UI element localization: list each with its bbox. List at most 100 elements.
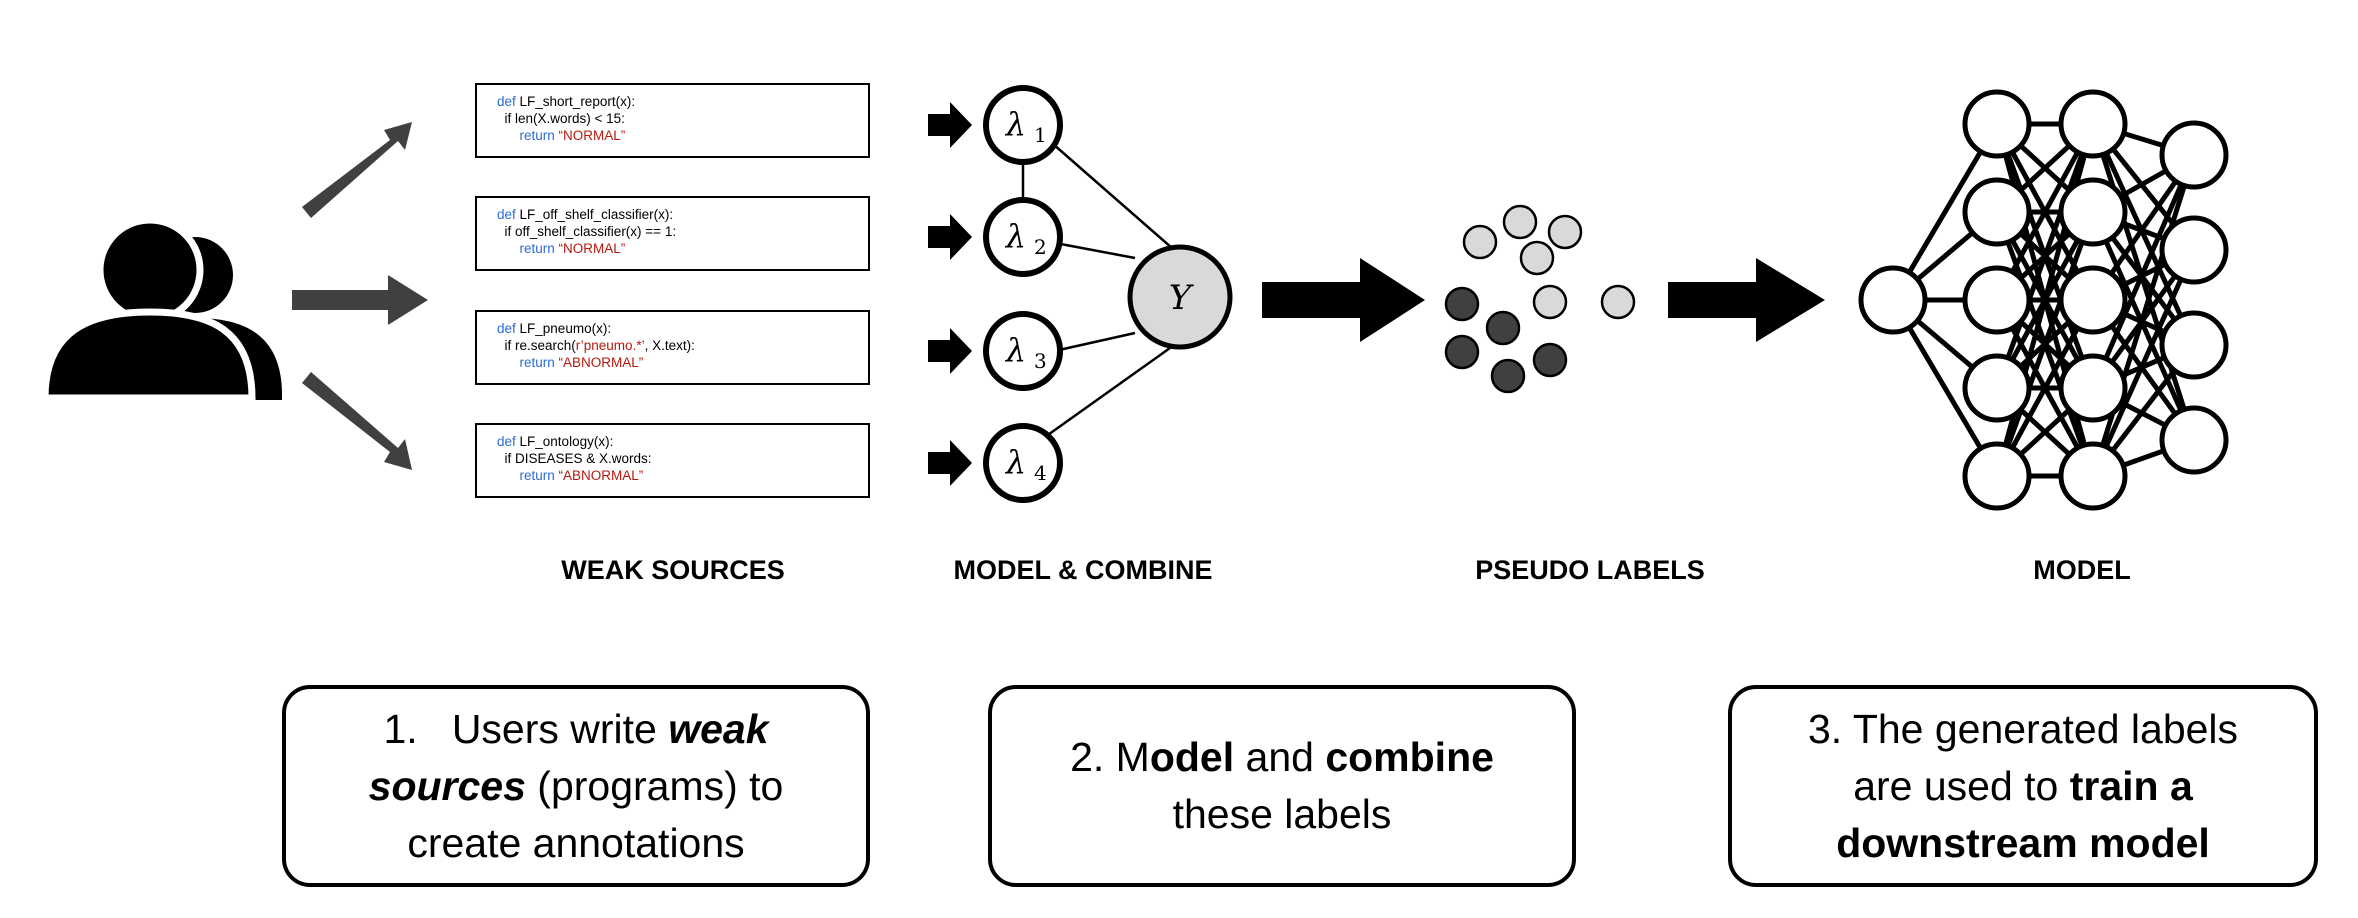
- network-node: [2159, 215, 2229, 285]
- code-line: def LF_ontology(x):: [497, 433, 868, 450]
- network-edges: [1890, 121, 2197, 479]
- network-edge: [1994, 211, 2096, 477]
- network-node: [1962, 441, 2032, 511]
- step-text-segment: and: [1234, 734, 1326, 780]
- labeling-function-box: def LF_ontology(x): if DISEASES & X.word…: [475, 423, 870, 498]
- lambda-subscript: 1: [1034, 123, 1047, 147]
- code-token: , X.text):: [644, 338, 695, 353]
- step-text-segment: 2. M: [1070, 734, 1150, 780]
- network-edge: [2090, 154, 2197, 477]
- lambda-node: [983, 85, 1063, 165]
- network-node: [1858, 265, 1928, 335]
- pseudo-dot-light: [1532, 284, 1568, 320]
- code-token: if len(X.words) < 15:: [497, 111, 625, 126]
- lambda-input-arrow: [928, 328, 972, 374]
- code-token: LF_pneumo(x):: [519, 321, 612, 336]
- step-text-segment: odel: [1149, 734, 1235, 780]
- network-node: [2159, 405, 2229, 475]
- lambda-subscript: 4: [1034, 461, 1047, 485]
- labeling-function-box: def LF_pneumo(x): if re.search(r’pneumo.…: [475, 310, 870, 385]
- network-node: [2058, 441, 2128, 511]
- code-token: def: [497, 434, 520, 449]
- label-weak-sources: WEAK SOURCES: [561, 555, 785, 585]
- code-token: if off_shelf_classifier(x) == 1:: [497, 224, 677, 239]
- label-model-combine: MODEL & COMBINE: [953, 555, 1213, 585]
- code-token: return: [497, 128, 559, 143]
- pseudo-dot-dark: [1485, 310, 1521, 346]
- code-token: “ABNORMAL”: [558, 355, 644, 370]
- step-text-line: 3. The generated labels: [1808, 701, 2238, 758]
- code-line: def LF_off_shelf_classifier(x):: [497, 206, 868, 223]
- pseudo-dot-light: [1600, 284, 1636, 320]
- code-token: def: [497, 94, 520, 109]
- lambda-input-arrow: [928, 214, 972, 260]
- step-text-segment: these labels: [1172, 791, 1392, 837]
- arrow-down-right: [302, 372, 412, 470]
- code-line: def LF_short_report(x):: [497, 93, 868, 110]
- lambda-symbol: λ: [1004, 443, 1026, 481]
- step-text-line: create annotations: [407, 815, 744, 872]
- svg-text:Y: Y: [1169, 278, 1195, 318]
- network-edge: [2090, 248, 2197, 478]
- network-node: [1962, 177, 2032, 247]
- pseudo-dot-light: [1502, 204, 1538, 240]
- step-text-segment: sources: [368, 762, 526, 809]
- step-text-segment: are used to: [1853, 762, 2070, 809]
- pseudo-label-dots: [1444, 204, 1636, 394]
- lambda-symbol: λ: [1004, 331, 1026, 369]
- network-nodes: [1858, 89, 2229, 511]
- network-edge: [2090, 122, 2197, 347]
- factor-graph-edges: [1021, 136, 1181, 439]
- code-token: “NORMAL”: [558, 241, 626, 256]
- step-3-box: 3. The generated labels are used to train…: [1728, 685, 2318, 887]
- lambda-input-arrow: [928, 440, 972, 486]
- step-text-line: are used to train a: [1853, 758, 2193, 815]
- network-node: [2058, 177, 2128, 247]
- combine-to-pseudo-arrow: [1262, 258, 1425, 342]
- pseudo-dot-dark: [1490, 358, 1526, 394]
- code-line: return “ABNORMAL”: [497, 354, 868, 371]
- pseudo-dot-light: [1547, 214, 1583, 250]
- lambda-node: [983, 197, 1063, 277]
- labeling-function-box: def LF_short_report(x): if len(X.words) …: [475, 83, 870, 158]
- code-token: LF_ontology(x):: [519, 434, 614, 449]
- lambda-subscript: 3: [1034, 349, 1047, 373]
- code-line: return “NORMAL”: [497, 127, 868, 144]
- step-text-line: sources (programs) to: [369, 758, 784, 815]
- label-model: MODEL: [2033, 555, 2131, 585]
- code-token: r’pneumo.*’: [575, 338, 645, 353]
- network-node: [1962, 89, 2032, 159]
- arrow-up-right: [302, 122, 412, 218]
- code-line: if len(X.words) < 15:: [497, 110, 868, 127]
- step-text-segment: weak: [668, 705, 769, 752]
- network-node: [2159, 120, 2229, 190]
- code-token: “NORMAL”: [558, 128, 626, 143]
- step-text-segment: 3. The generated labels: [1807, 705, 2239, 752]
- network-edge: [1994, 123, 2096, 389]
- pseudo-dot-light: [1519, 240, 1555, 276]
- lambda-input-arrow: [928, 102, 972, 148]
- network-node: [1962, 353, 2032, 423]
- code-token: if DISEASES & X.words:: [497, 451, 652, 466]
- code-token: def: [497, 321, 520, 336]
- step-text-line: downstream model: [1836, 815, 2210, 872]
- pseudo-dot-dark: [1532, 342, 1568, 378]
- step-text-segment: train a: [2069, 762, 2193, 809]
- step-text-line: 1. Users write weak: [383, 701, 768, 758]
- network-edge: [2090, 210, 2197, 442]
- users-icon: [41, 216, 282, 402]
- code-token: return: [497, 241, 559, 256]
- code-token: return: [497, 468, 559, 483]
- labeling-function-box: def LF_off_shelf_classifier(x): if off_s…: [475, 196, 870, 271]
- step-text-segment: downstream model: [1836, 819, 2210, 866]
- lambda-node: [983, 423, 1063, 503]
- code-line: return “ABNORMAL”: [497, 467, 868, 484]
- users-to-sources-arrows: [292, 122, 428, 470]
- lambda-node: [983, 311, 1063, 391]
- code-line: if re.search(r’pneumo.*’, X.text):: [497, 337, 868, 354]
- code-token: LF_off_shelf_classifier(x):: [519, 207, 674, 222]
